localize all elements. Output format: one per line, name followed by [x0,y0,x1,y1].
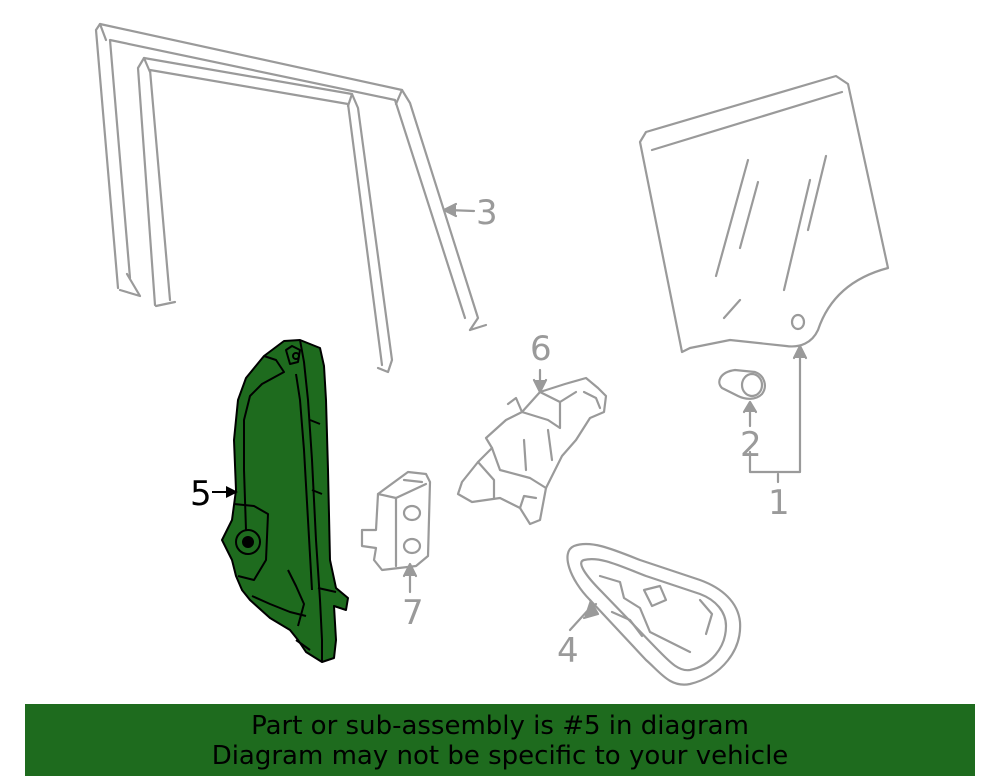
leader-lines-1-2 [742,344,808,484]
callout-2: 2 [740,425,762,465]
leader-line-5 [212,486,238,498]
callout-3: 3 [476,193,498,233]
window-motor [456,368,608,526]
banner-line-2: Diagram may not be specific to your vehi… [211,741,789,771]
glass-run-channel [94,22,488,374]
callout-1: 1 [768,483,790,523]
callout-6: 6 [530,329,552,369]
window-regulator [221,339,349,663]
access-hole-cover [566,542,742,686]
connector [360,470,432,594]
leader-line-3 [442,202,476,218]
info-banner: Part or sub-assembly is #5 in diagram Di… [25,704,975,776]
glass-stop [718,368,766,400]
door-glass [638,74,890,354]
callout-5: 5 [190,474,212,514]
callout-4: 4 [557,631,579,671]
banner-line-1: Part or sub-assembly is #5 in diagram [251,711,749,741]
callout-7: 7 [402,593,424,633]
